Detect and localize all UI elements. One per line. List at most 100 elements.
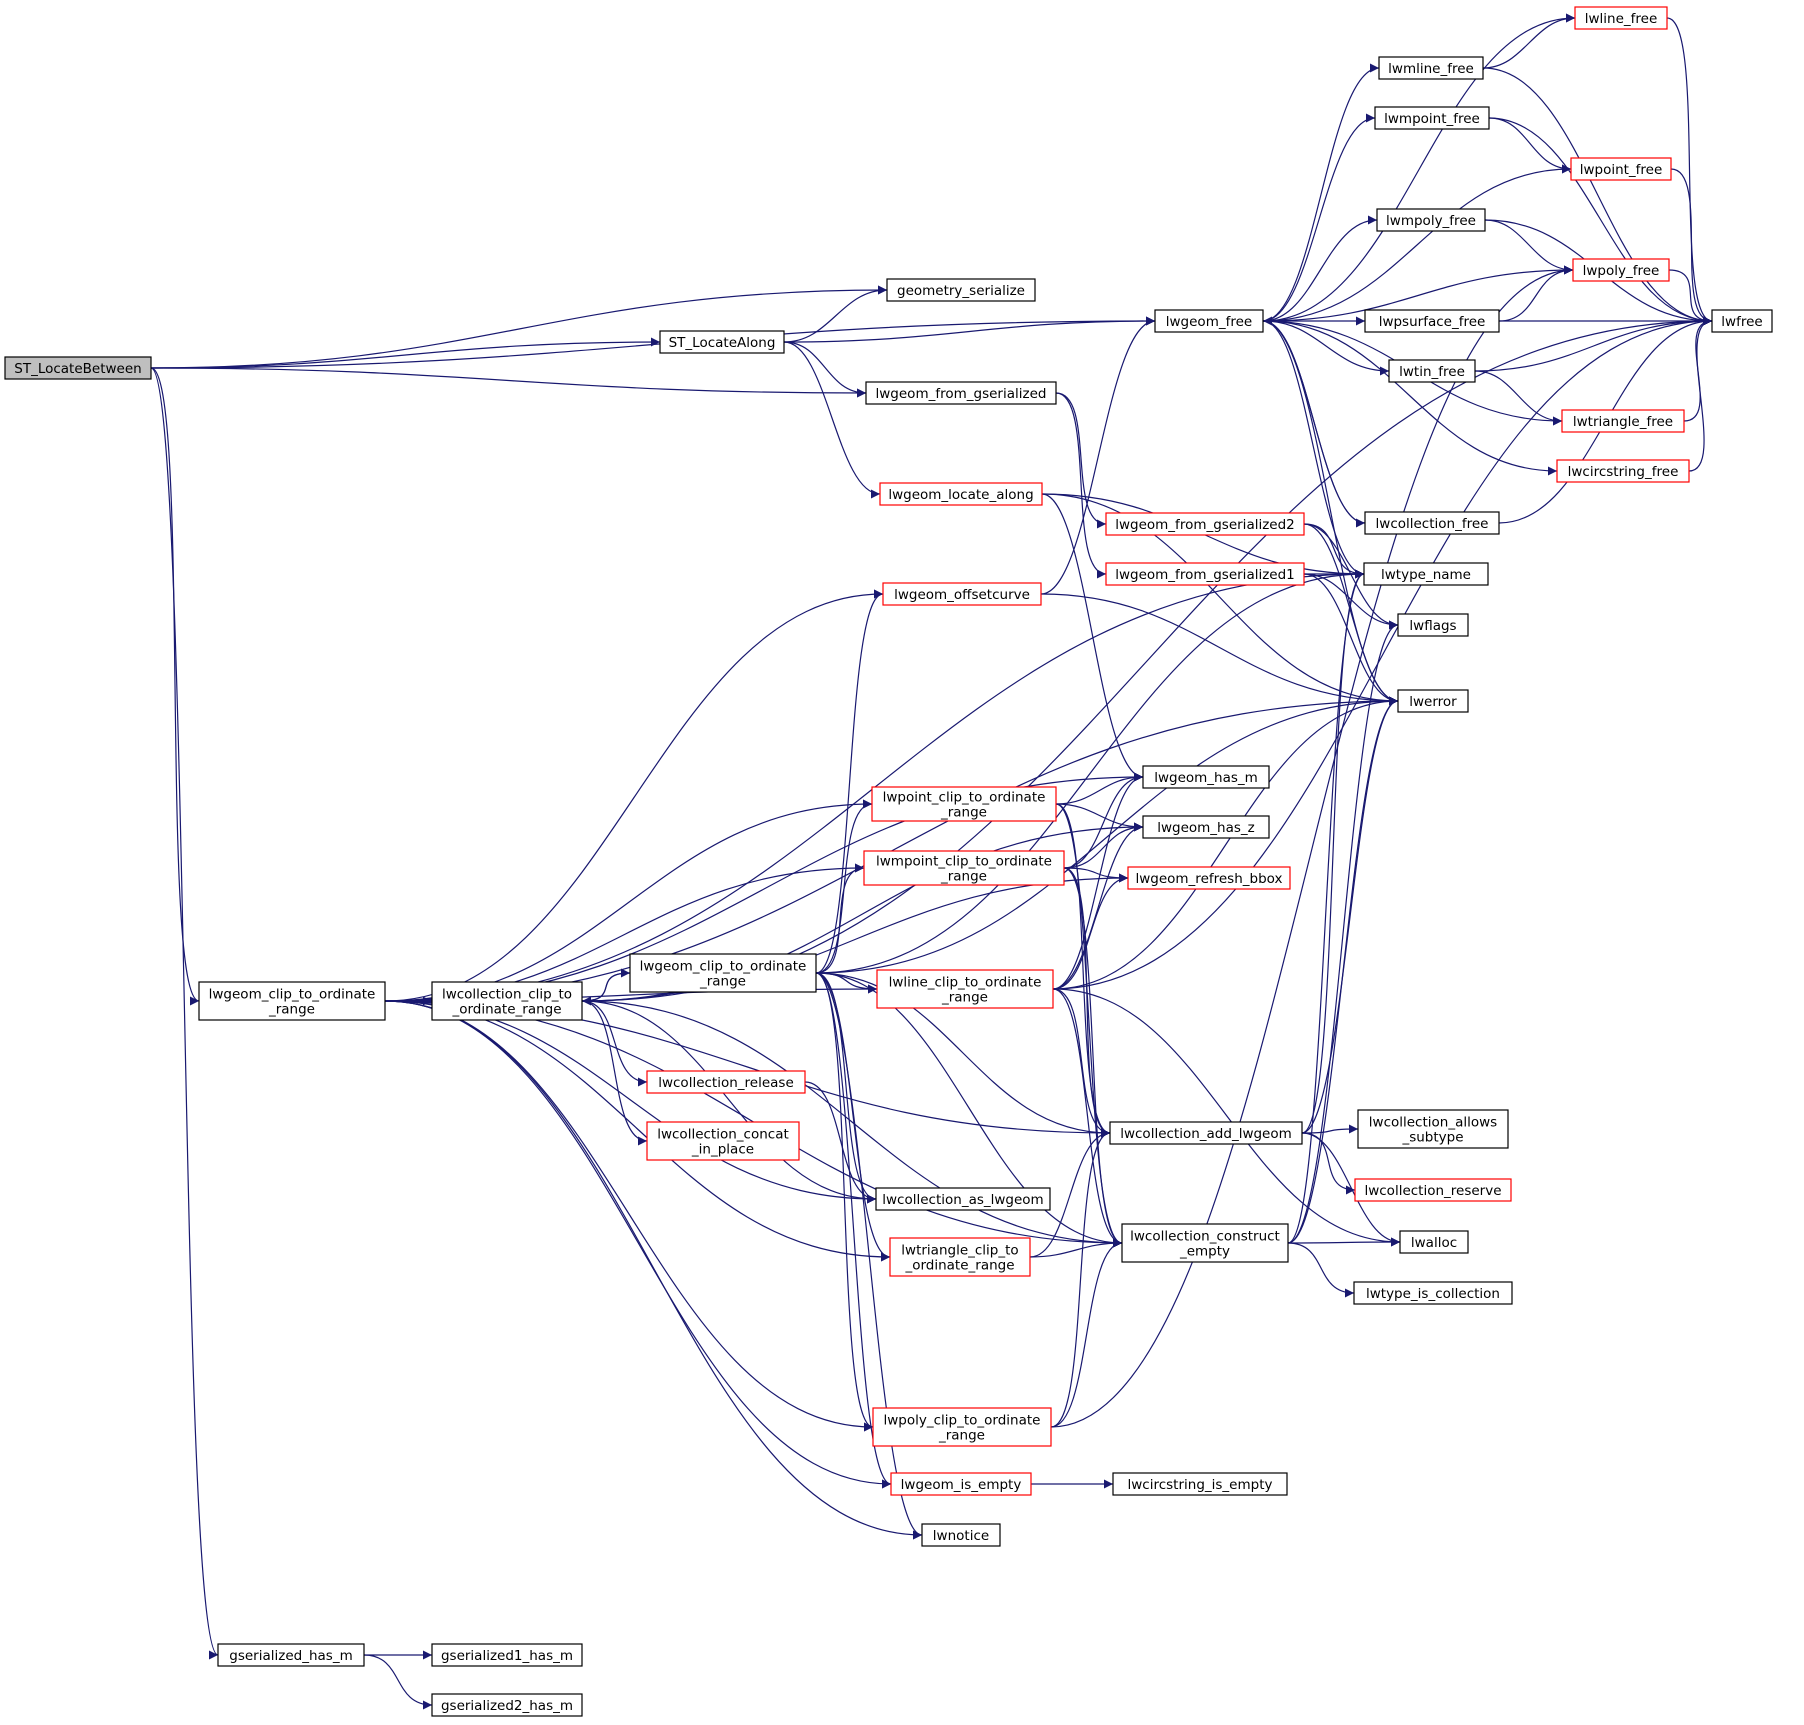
node-lwgeom-from-gserialized1[interactable]: lwgeom_from_gserialized1 — [1105, 562, 1305, 586]
node-lwcollection-release[interactable]: lwcollection_release — [646, 1070, 806, 1094]
node-lwerror[interactable]: lwerror — [1397, 689, 1469, 713]
node-gserialized1-has-m[interactable]: gserialized1_has_m — [431, 1643, 583, 1667]
edge-lwcollection-construct-empty-to-lwflags — [1287, 620, 1399, 1244]
node-lwalloc[interactable]: lwalloc — [1399, 1230, 1469, 1254]
node-box — [1556, 459, 1690, 483]
node-lwtype-name[interactable]: lwtype_name — [1363, 562, 1489, 586]
node-lwgeom-refresh-bbox[interactable]: lwgeom_refresh_bbox — [1127, 866, 1291, 890]
node-lwcollection-allows-subtype[interactable]: lwcollection_allows_subtype — [1357, 1109, 1509, 1149]
node-box — [1572, 258, 1670, 282]
node-lwpsurface-free[interactable]: lwpsurface_free — [1364, 309, 1500, 333]
node-lwcircstring-is-empty[interactable]: lwcircstring_is_empty — [1112, 1472, 1288, 1496]
node-label: gserialized_has_m — [229, 1648, 352, 1664]
node-geometry-serialize[interactable]: geometry_serialize — [886, 278, 1036, 302]
node-label: lwgeom_offsetcurve — [894, 587, 1030, 603]
edge-lwtin-free-to-lwfree — [1474, 316, 1713, 372]
node-label: ST_LocateAlong — [669, 335, 776, 351]
node-lwcollection-concat[interactable]: lwcollection_concat_in_place — [646, 1121, 800, 1161]
edge-st-locatebetween-to-st-locatealong — [150, 337, 661, 369]
node-box — [875, 1187, 1051, 1211]
node-lwgeom-is-empty[interactable]: lwgeom_is_empty — [890, 1472, 1032, 1496]
node-lwtype-is-collection[interactable]: lwtype_is_collection — [1353, 1281, 1513, 1305]
node-label: lwcircstring_is_empty — [1128, 1477, 1273, 1493]
edge-lwmpoint-free-to-lwpoint-free — [1488, 117, 1572, 174]
node-lwgeom-locate-along[interactable]: lwgeom_locate_along — [879, 482, 1043, 506]
node-label: gserialized2_has_m — [441, 1698, 573, 1714]
node-lwfree[interactable]: lwfree — [1711, 309, 1773, 333]
node-label: _ordinate_range — [904, 1258, 1014, 1274]
node-label: lwfree — [1721, 314, 1762, 330]
edge-lwcollection-add-lwgeom-to-lwcollection-allows-subtype — [1301, 1124, 1359, 1134]
node-lwcollection-clip[interactable]: lwcollection_clip_to_ordinate_range — [431, 981, 583, 1021]
edge-lwmpoint-free-to-lwfree — [1488, 117, 1713, 326]
node-box — [863, 850, 1065, 886]
node-label: _range — [940, 805, 987, 821]
edge-lwgeom-free-to-lwmpoint-free — [1262, 113, 1376, 322]
node-st-locatebetween[interactable]: ST_LocateBetween — [4, 356, 152, 380]
node-lwmpoint-clip[interactable]: lwmpoint_clip_to_ordinate_range — [863, 850, 1065, 886]
node-label: lwpoly_free — [1583, 263, 1660, 279]
node-label: lwcollection_allows — [1369, 1115, 1497, 1131]
node-lwcollection-reserve[interactable]: lwcollection_reserve — [1354, 1178, 1512, 1202]
node-lwcollection-as-lwgeom[interactable]: lwcollection_as_lwgeom — [875, 1187, 1051, 1211]
edge-lwgeom-clip-to-ordinate-range-to-lwnotice — [384, 1000, 923, 1540]
node-label: _in_place — [691, 1142, 754, 1158]
node-lwgeom-has-m[interactable]: lwgeom_has_m — [1142, 765, 1270, 789]
node-label: lwcollection_free — [1376, 516, 1489, 532]
node-lwcollection-add-lwgeom[interactable]: lwcollection_add_lwgeom — [1109, 1121, 1303, 1145]
edge-lwline-clip-to-lwgeom-has-m — [1052, 772, 1144, 990]
node-label: lwtriangle_free — [1573, 414, 1673, 430]
node-lwtin-free[interactable]: lwtin_free — [1388, 359, 1476, 383]
node-lwline-clip[interactable]: lwline_clip_to_ordinate_range — [876, 969, 1054, 1009]
node-box — [4, 356, 152, 380]
node-box — [871, 786, 1057, 822]
node-lwgeom-free[interactable]: lwgeom_free — [1154, 309, 1264, 333]
node-label: lwerror — [1409, 694, 1457, 710]
node-st-locatealong[interactable]: ST_LocateAlong — [659, 330, 785, 354]
node-lwcollection-free[interactable]: lwcollection_free — [1364, 511, 1500, 535]
node-lwline-free[interactable]: lwline_free — [1574, 6, 1668, 30]
node-gserialized-has-m[interactable]: gserialized_has_m — [217, 1643, 365, 1667]
node-box — [876, 969, 1054, 1009]
node-lwpoly-clip[interactable]: lwpoly_clip_to_ordinate_range — [872, 1407, 1052, 1447]
node-lwgeom-from-gserialized2[interactable]: lwgeom_from_gserialized2 — [1105, 512, 1305, 536]
node-box — [431, 981, 583, 1021]
edge-st-locatealong-to-lwgeom-from-gserialized — [783, 341, 867, 398]
node-lwflags[interactable]: lwflags — [1397, 613, 1469, 637]
node-lwgeom-has-z[interactable]: lwgeom_has_z — [1142, 815, 1270, 839]
edge-lwpoly-clip-to-lwpoly-free — [1050, 265, 1574, 1428]
node-lwmline-free[interactable]: lwmline_free — [1378, 56, 1484, 80]
edge-lwpoly-clip-to-lwcollection-add-lwgeom — [1050, 1128, 1111, 1428]
edge-lwgeom-free-to-lwmline-free — [1262, 63, 1380, 322]
node-lwpoint-free[interactable]: lwpoint_free — [1570, 157, 1672, 181]
node-lwnotice[interactable]: lwnotice — [921, 1523, 1001, 1547]
node-lwtriangle-free[interactable]: lwtriangle_free — [1561, 409, 1685, 433]
node-gserialized2-has-m[interactable]: gserialized2_has_m — [431, 1693, 583, 1717]
edge-st-locatealong-to-lwgeom-free — [783, 316, 1156, 343]
node-lwgeom-clip-to-ordinate-range[interactable]: lwgeom_clip_to_ordinate_range — [198, 981, 386, 1021]
node-box — [629, 953, 817, 993]
node-label: lwcollection_concat — [657, 1127, 789, 1143]
edge-lwgeom-clip-mid-to-lwcollection-add-lwgeom — [815, 972, 1111, 1138]
edge-lwgeom-clip-to-ordinate-range-to-lwpoly-clip — [384, 1000, 874, 1432]
node-label: lwgeom_refresh_bbox — [1135, 871, 1282, 887]
edge-lwgeom-clip-to-ordinate-range-to-lwcollection-add-lwgeom — [384, 1000, 1111, 1138]
edge-lwcircstring-free-to-lwfree — [1688, 316, 1713, 472]
edge-lwline-clip-to-lwalloc — [1052, 988, 1401, 1247]
node-lwgeom-offsetcurve[interactable]: lwgeom_offsetcurve — [882, 582, 1042, 606]
edge-lwpoly-clip-to-lwcollection-construct-empty — [1050, 1238, 1123, 1428]
node-lwgeom-clip-mid[interactable]: lwgeom_clip_to_ordinate_range — [629, 953, 817, 993]
edge-lwcollection-free-to-lwgeom-free — [1262, 316, 1366, 524]
node-label: lwline_free — [1585, 11, 1658, 27]
node-lwtriangle-clip[interactable]: lwtriangle_clip_to_ordinate_range — [889, 1237, 1031, 1277]
node-lwmpoint-free[interactable]: lwmpoint_free — [1374, 106, 1490, 130]
node-lwpoint-clip[interactable]: lwpoint_clip_to_ordinate_range — [871, 786, 1057, 822]
edge-lwline-free-to-lwfree — [1666, 17, 1713, 326]
node-lwpoly-free[interactable]: lwpoly_free — [1572, 258, 1670, 282]
node-lwcollection-construct-empty[interactable]: lwcollection_construct_empty — [1121, 1223, 1289, 1263]
node-label: lwgeom_has_z — [1157, 820, 1255, 836]
node-lwmpoly-free[interactable]: lwmpoly_free — [1376, 208, 1486, 232]
node-lwgeom-from-gserialized[interactable]: lwgeom_from_gserialized — [865, 381, 1057, 405]
node-label: geometry_serialize — [897, 283, 1025, 299]
node-lwcircstring-free[interactable]: lwcircstring_free — [1556, 459, 1690, 483]
